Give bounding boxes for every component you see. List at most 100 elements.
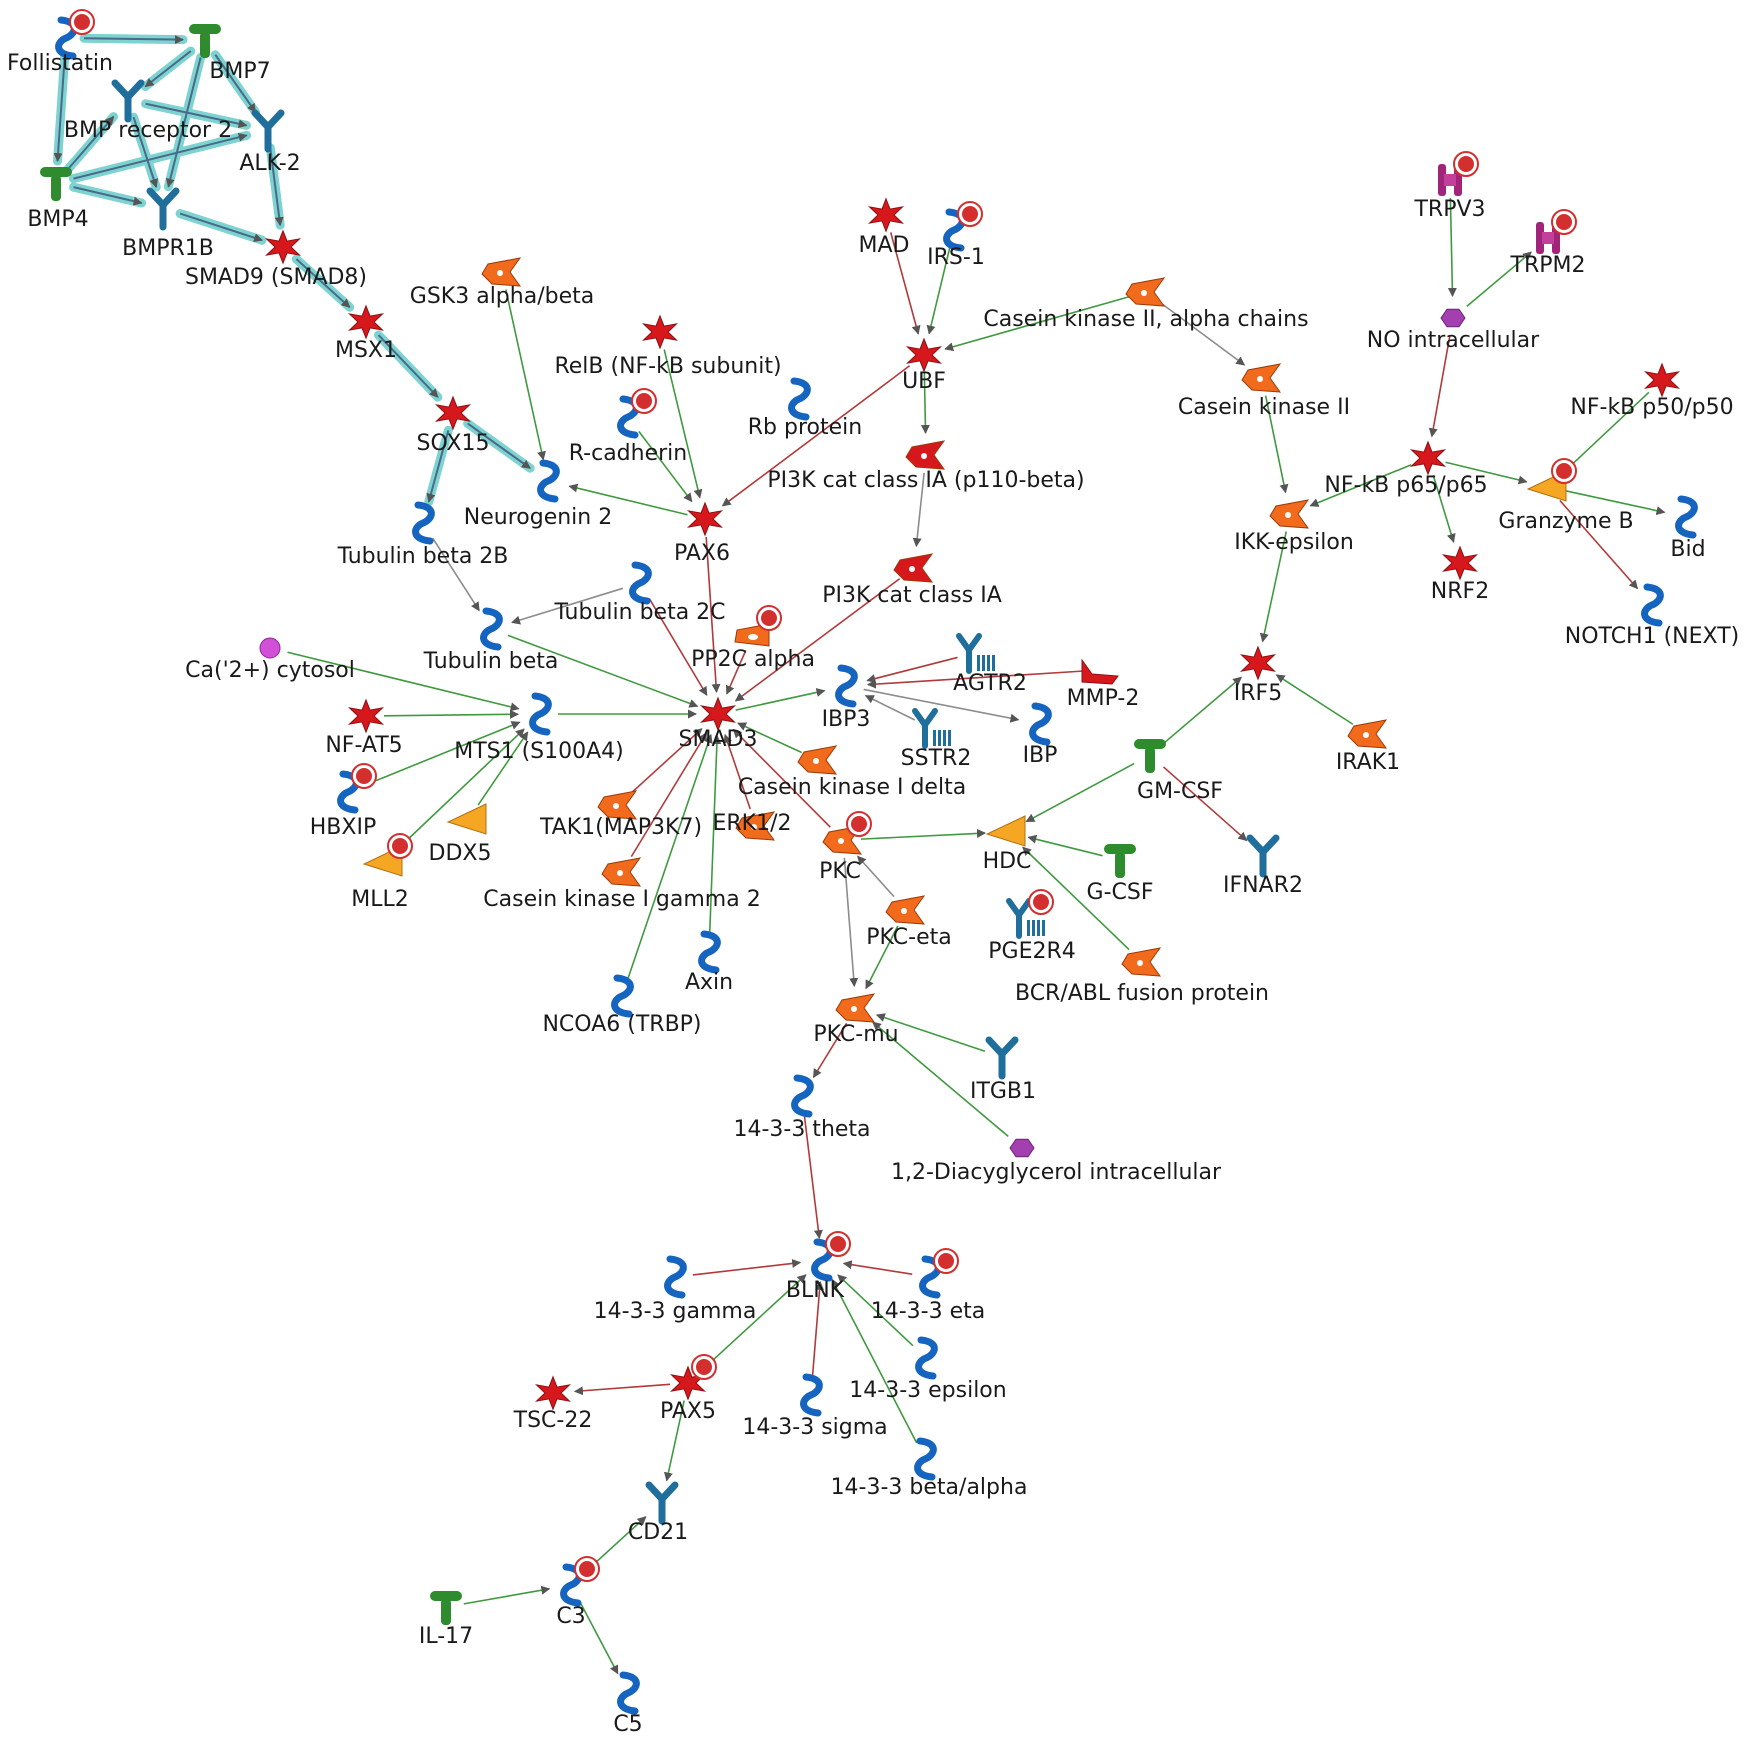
- node-tsc22-icon[interactable]: [534, 1375, 572, 1411]
- node-dag-icon[interactable]: [1009, 1138, 1035, 1158]
- node-alk2-icon[interactable]: [251, 109, 285, 153]
- node-p1433eta-marker-icon: [933, 1248, 959, 1274]
- node-gmcsf-icon[interactable]: [1134, 739, 1166, 773]
- node-pax6-icon[interactable]: [686, 501, 724, 537]
- node-bmpr1b-icon[interactable]: [146, 187, 180, 231]
- node-irak1-icon[interactable]: [1347, 719, 1388, 749]
- node-irf5-icon[interactable]: [1239, 645, 1277, 681]
- node-notch1-icon[interactable]: [1641, 583, 1664, 627]
- node-pi3k-icon[interactable]: [893, 553, 934, 583]
- edge-pkceta-pkc: [857, 855, 895, 898]
- node-p1433s-icon[interactable]: [800, 1373, 823, 1417]
- node-ncoa6-icon[interactable]: [611, 974, 634, 1018]
- node-agtr2-icon[interactable]: [956, 633, 995, 674]
- node-itgb1-icon[interactable]: [985, 1036, 1019, 1080]
- node-erk-label: ERK1/2: [712, 811, 791, 836]
- node-mad-icon[interactable]: [867, 197, 905, 233]
- node-pp2c-label: PP2C alpha: [691, 647, 815, 672]
- node-pi3kb-icon[interactable]: [905, 440, 946, 470]
- node-mts1-icon[interactable]: [529, 692, 552, 736]
- node-ifnar2-label: IFNAR2: [1223, 873, 1303, 898]
- edge-grzb-notch1: [1559, 499, 1639, 590]
- node-pge2r4-icon[interactable]: [1006, 898, 1045, 939]
- node-ifnar2-icon[interactable]: [1246, 834, 1280, 878]
- node-pkc-marker-icon: [846, 811, 872, 837]
- node-mmp2-icon[interactable]: [1081, 658, 1119, 685]
- node-tak1-icon[interactable]: [597, 790, 638, 820]
- edge-gmcsf-hdc: [1025, 762, 1135, 823]
- node-bmp4-icon[interactable]: [40, 167, 72, 201]
- edge-agtr2-ibp3: [866, 656, 958, 683]
- node-gsk3-icon[interactable]: [481, 257, 522, 287]
- node-ck2-icon[interactable]: [1241, 363, 1282, 393]
- edge-gmcsf-irf5: [1163, 676, 1243, 744]
- node-gcsf-icon[interactable]: [1104, 844, 1136, 878]
- node-ck1d-icon[interactable]: [797, 745, 838, 775]
- node-nfkb65-icon[interactable]: [1409, 440, 1447, 476]
- node-pkceta-icon[interactable]: [885, 895, 926, 925]
- node-ibp-icon[interactable]: [1029, 702, 1052, 746]
- node-nfkb50-label: NF-kB p50/p50: [1570, 395, 1733, 420]
- node-nfkb50-icon[interactable]: [1643, 362, 1681, 398]
- edge-p1433e-blnk: [837, 1274, 914, 1347]
- node-p1433ba-icon[interactable]: [914, 1437, 937, 1481]
- edge-irak1-irf5: [1275, 674, 1354, 725]
- edge-tubb2c-smad3: [648, 598, 708, 696]
- node-tubb2b-icon[interactable]: [412, 501, 435, 545]
- edge-ubf-pi3kb: [920, 372, 930, 435]
- node-no-icon[interactable]: [1440, 308, 1466, 328]
- node-p1433t-icon[interactable]: [791, 1074, 814, 1118]
- node-pge2r4-label: PGE2R4: [988, 939, 1076, 964]
- node-smad3-icon[interactable]: [699, 696, 737, 732]
- node-hbxip-label: HBXIP: [310, 815, 376, 840]
- node-pp2c-icon[interactable]: [734, 623, 770, 647]
- node-axin-icon[interactable]: [698, 930, 721, 974]
- node-tubb2c-icon[interactable]: [629, 561, 652, 605]
- node-erk-icon[interactable]: [735, 811, 776, 841]
- node-bcrabl-icon[interactable]: [1121, 947, 1162, 977]
- node-ck1g2-icon[interactable]: [601, 857, 642, 887]
- edge-tubb-smad3: [507, 634, 699, 708]
- node-ddx5-icon[interactable]: [446, 803, 487, 835]
- node-ubf-label: UBF: [902, 369, 946, 394]
- node-nrf2-icon[interactable]: [1441, 545, 1479, 581]
- node-smad9-icon[interactable]: [264, 229, 302, 265]
- node-p1433g-icon[interactable]: [664, 1255, 687, 1299]
- node-ubf-icon[interactable]: [905, 337, 943, 373]
- node-ibp3-icon[interactable]: [835, 664, 858, 708]
- edge-bmpr2-bmpr1b: [132, 116, 159, 189]
- node-bcrabl-label: BCR/ABL fusion protein: [1015, 981, 1269, 1006]
- node-c5-icon[interactable]: [617, 1671, 640, 1715]
- node-cd21-icon[interactable]: [645, 1481, 679, 1525]
- node-tubb-icon[interactable]: [480, 607, 503, 651]
- node-ikke-icon[interactable]: [1269, 499, 1310, 529]
- node-nfat5-icon[interactable]: [347, 698, 385, 734]
- node-pkc-label: PKC: [819, 859, 861, 884]
- node-rb-icon[interactable]: [788, 377, 811, 421]
- edge-alk2-smad9: [269, 147, 284, 227]
- node-ck2a-icon[interactable]: [1125, 277, 1166, 307]
- node-no-label: NO intracellular: [1367, 328, 1540, 353]
- edge-p1433g-blnk: [692, 1258, 802, 1276]
- node-hdc-icon[interactable]: [985, 815, 1026, 847]
- node-pkcmu-icon[interactable]: [835, 993, 876, 1023]
- node-ngn2-icon[interactable]: [537, 459, 560, 503]
- node-relb-icon[interactable]: [641, 314, 679, 350]
- node-follistatin-label: Follistatin: [7, 51, 113, 76]
- node-p1433e-icon[interactable]: [915, 1336, 938, 1380]
- node-bmpr2-icon[interactable]: [111, 79, 145, 123]
- node-sstr2-icon[interactable]: [912, 708, 951, 749]
- edge-il17-c3: [463, 1585, 551, 1605]
- node-ca-icon[interactable]: [259, 637, 281, 659]
- node-tubb-label: Tubulin beta: [423, 649, 559, 674]
- node-sox15-icon[interactable]: [434, 395, 472, 431]
- edge-itgb1-pkcmu: [875, 1013, 986, 1053]
- node-sstr2-label: SSTR2: [901, 746, 972, 771]
- edge-layer: [53, 35, 1666, 1675]
- node-bid-icon[interactable]: [1675, 495, 1698, 539]
- node-il17-icon[interactable]: [430, 1591, 462, 1625]
- node-blnk-marker-icon: [825, 1231, 851, 1257]
- node-msx1-icon[interactable]: [347, 304, 385, 340]
- node-irak1-label: IRAK1: [1336, 750, 1400, 775]
- node-bmp7-icon[interactable]: [189, 24, 221, 58]
